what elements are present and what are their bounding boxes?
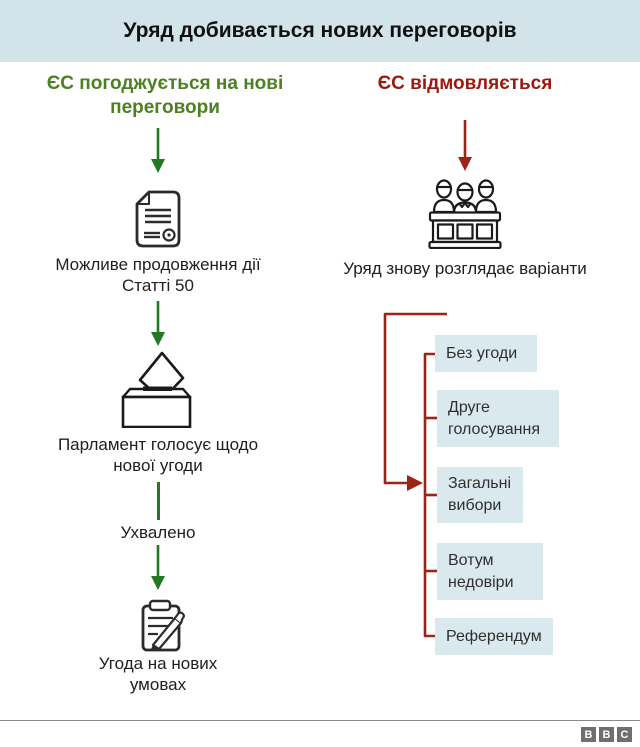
option-box-no-confidence: Вотум недовіри (437, 543, 543, 600)
step-options-label: Уряд знову розглядає варіанти (343, 259, 587, 278)
options-branch-connector (375, 280, 447, 650)
right-column-heading: ЄС відмовляється (377, 73, 553, 94)
document-article50-icon (132, 190, 184, 248)
down-arrow-green-icon (150, 545, 166, 591)
step-parliament-vote-label: Парламент голосує щодо нової угоди (57, 435, 259, 475)
bbc-logo-block: B (581, 727, 596, 742)
connector-line-green (157, 482, 160, 520)
option-box-second-vote: Друге голосування (437, 390, 559, 447)
down-arrow-green-icon (150, 301, 166, 347)
left-column-heading: ЄС погоджується на нові переговори (46, 73, 284, 118)
option-box-general-election: Загальні вибори (437, 467, 523, 523)
government-panel-icon (428, 179, 502, 249)
down-arrow-red-icon (457, 120, 473, 172)
step-new-deal-label: Угода на нових умовах (98, 654, 218, 694)
footer-divider (0, 720, 640, 721)
approved-label: Ухвалено (120, 523, 196, 542)
down-arrow-green-icon (150, 128, 166, 174)
step-article50-label: Можливе продовження дії Статті 50 (55, 255, 261, 295)
signed-agreement-icon (140, 598, 186, 654)
bbc-logo-block: B (599, 727, 614, 742)
bbc-logo-block: C (617, 727, 632, 742)
option-box-referendum: Референдум (435, 618, 553, 655)
ballot-box-icon (120, 350, 194, 428)
bbc-logo: B B C (581, 727, 632, 742)
title-band: Уряд добивається нових переговорів (0, 0, 640, 62)
page-title: Уряд добивається нових переговорів (123, 19, 517, 42)
option-box-no-deal: Без угоди (435, 335, 537, 372)
